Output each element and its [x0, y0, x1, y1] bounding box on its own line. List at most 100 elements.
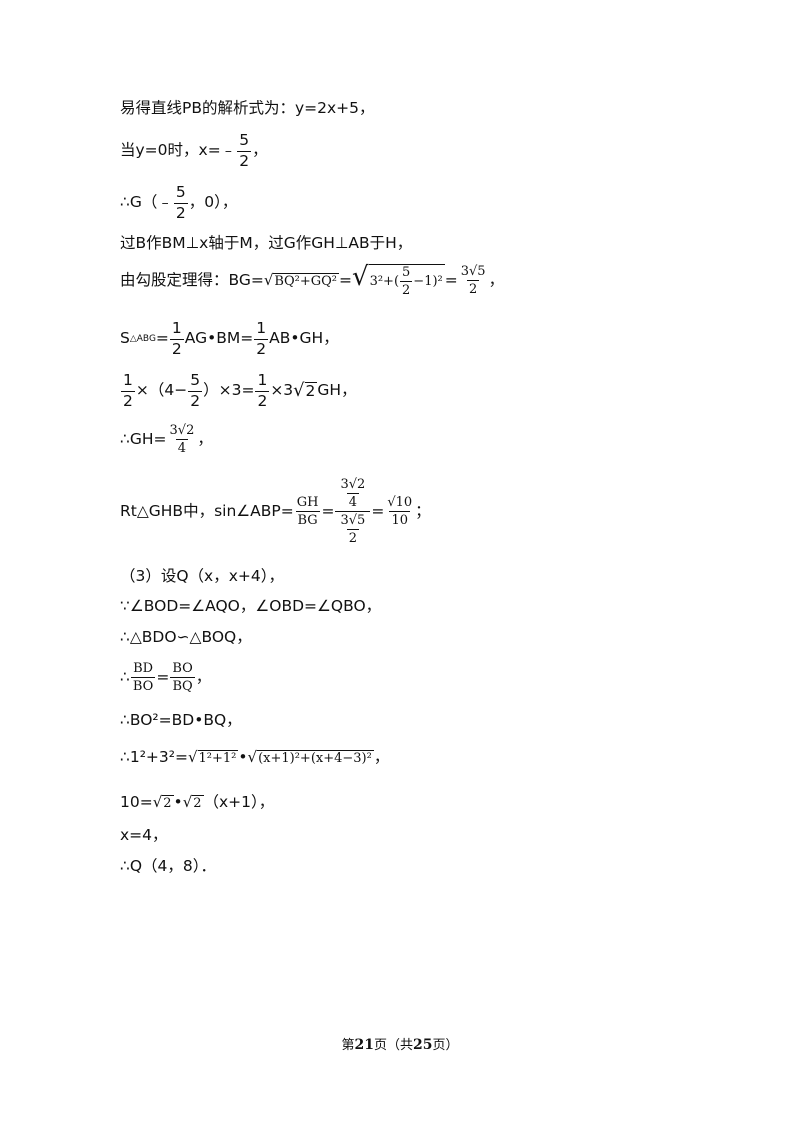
- fraction-numerator: 3√2: [340, 477, 366, 492]
- line-2-prefix: 当y=0时，x=﹣: [120, 141, 237, 160]
- line-5-suffix: ，: [488, 270, 505, 289]
- fraction: 1 2: [121, 372, 135, 410]
- fraction-denominator: 2: [467, 280, 480, 297]
- area-subscript: △ABG: [129, 333, 156, 344]
- fraction-denominator: 2: [173, 202, 188, 222]
- fraction-numerator: BO: [172, 661, 193, 676]
- line-15-suffix: ，: [373, 748, 390, 766]
- square-root: √ 2: [183, 795, 204, 810]
- line-2-suffix: ，: [252, 141, 268, 160]
- fraction-numerator: BD: [133, 661, 154, 676]
- square-root: √ 2: [153, 795, 174, 810]
- text-line-3: ∴G（﹣ 5 2 ，0），: [120, 184, 237, 222]
- footer-text: 页）: [432, 1038, 459, 1053]
- fraction: 5 2: [173, 184, 188, 222]
- text-line-9: Rt△GHB中，sin∠ABP= GH BG = 3√2 4 3√5 2 = √…: [120, 478, 431, 545]
- square-root: √ 3²+( 5 2 −1)²: [352, 264, 445, 297]
- line-13-prefix: ∴: [120, 667, 130, 686]
- text-line-8: ∴GH= 3√2 4 ，: [120, 424, 213, 455]
- equals-sign: =: [338, 270, 352, 289]
- fraction-denominator: BO: [130, 677, 156, 694]
- fraction: BD BO: [130, 661, 156, 694]
- radical-sign: √: [152, 793, 163, 812]
- fraction-denominator: 10: [389, 511, 410, 528]
- fraction: 3√2 4: [338, 478, 367, 509]
- fraction-denominator: BG: [295, 511, 320, 528]
- line-6-suffix: AB•GH，: [269, 329, 339, 348]
- fraction: BO BQ: [170, 661, 195, 693]
- compound-numerator: 3√2 4: [335, 478, 370, 511]
- text-line-10: （3）设Q（x，x+4），: [120, 567, 285, 585]
- radical-sign: √: [182, 793, 193, 812]
- fraction: 5 2: [188, 372, 203, 410]
- fraction-numerator: 1: [257, 371, 268, 389]
- text-line-17: x=4，: [120, 827, 168, 844]
- equals-sign: =: [371, 501, 385, 520]
- square-root: √ 2: [293, 382, 318, 400]
- fraction-numerator: 3√5: [460, 264, 486, 279]
- square-root: √ (x+1)²+(x+4−3)²: [248, 750, 374, 765]
- square-root: √ 1²+1²: [188, 748, 239, 767]
- fraction-numerator: 3√5: [340, 513, 366, 528]
- page-number: 21: [354, 1037, 374, 1053]
- line-16-prefix: 10=: [120, 793, 153, 811]
- fraction-denominator: 2: [255, 390, 270, 410]
- line-15-prefix: ∴1²+3²=: [120, 748, 188, 766]
- fraction: 1 2: [254, 319, 269, 357]
- fraction: 5 2: [237, 132, 252, 170]
- fraction-numerator: 1: [171, 319, 182, 337]
- line-7-part: ×3: [270, 381, 294, 400]
- fraction-denominator: 2: [237, 150, 252, 170]
- line-9-prefix: Rt△GHB中，sin∠ABP=: [120, 501, 294, 520]
- line-4-text: 过B作BM⊥x轴于M，过G作GH⊥AB于H，: [120, 234, 413, 252]
- fraction-numerator: 3√2: [169, 423, 195, 438]
- line-3-prefix: ∴G（﹣: [120, 193, 173, 212]
- text-line-2: 当y=0时，x=﹣ 5 2 ，: [120, 132, 268, 170]
- square-root: √ BQ²+GQ²: [264, 273, 339, 288]
- fraction: 5 2: [400, 265, 413, 297]
- fraction-denominator: 4: [175, 439, 189, 456]
- line-5-prefix: 由勾股定理得：BG=: [120, 270, 264, 289]
- line-1-text: 易得直线PB的解析式为：y=2x+5，: [120, 99, 375, 117]
- line-8-prefix: ∴GH=: [120, 429, 167, 448]
- line-6-middle: AG•BM=: [184, 329, 254, 348]
- compound-denominator: 3√5 2: [335, 511, 371, 545]
- line-18-text: ∴Q（4，8）．: [120, 857, 217, 875]
- text-line-1: 易得直线PB的解析式为：y=2x+5，: [120, 99, 375, 117]
- radical-sign: √: [263, 271, 274, 289]
- fraction-numerator: GH: [296, 495, 319, 510]
- line-8-suffix: ，: [197, 429, 213, 448]
- line-13-suffix: ，: [195, 667, 212, 686]
- fraction-numerator: 5: [402, 265, 411, 280]
- line-10-text: （3）设Q（x，x+4），: [120, 567, 285, 585]
- fraction-denominator: 2: [121, 390, 135, 410]
- text-line-15: ∴1²+3²= √ 1²+1² • √ (x+1)²+(x+4−3)² ，: [120, 748, 390, 767]
- line-7-part: ）×3=: [203, 381, 255, 400]
- radicand: 1²+1²: [197, 750, 239, 767]
- fraction-numerator: √10: [387, 495, 413, 510]
- equals-sign: =: [321, 501, 335, 520]
- radicand-part: −1)²: [413, 274, 443, 289]
- fraction: 3√5 2: [338, 514, 367, 545]
- equals-sign: =: [155, 329, 169, 348]
- radical-sign: √: [188, 748, 198, 767]
- radicand: 2: [192, 795, 204, 812]
- fraction: 3√2 4: [168, 424, 197, 455]
- fraction: √10 10: [385, 496, 414, 527]
- text-line-14: ∴BO²=BD•BQ，: [120, 712, 242, 729]
- page-footer: 第21页（共25页）: [0, 1034, 800, 1053]
- text-line-7: 1 2 ×（4− 5 2 ）×3= 1 2 ×3 √ 2 GH，: [120, 371, 357, 410]
- line-7-suffix: GH，: [317, 381, 357, 400]
- footer-text: 页（共: [373, 1038, 413, 1053]
- area-symbol: S: [120, 329, 130, 348]
- equals-sign: =: [156, 667, 170, 686]
- line-16-suffix: （x+1），: [203, 793, 275, 811]
- line-9-suffix: ；: [415, 501, 431, 520]
- radicand: BQ²+GQ²: [273, 273, 339, 289]
- multiply-dot: •: [238, 748, 248, 766]
- radical-sign: √: [247, 748, 258, 767]
- fraction-denominator: 2: [188, 390, 203, 410]
- multiply-dot: •: [173, 793, 183, 811]
- fraction-numerator: 1: [256, 319, 267, 337]
- text-line-4: 过B作BM⊥x轴于M，过G作GH⊥AB于H，: [120, 234, 413, 252]
